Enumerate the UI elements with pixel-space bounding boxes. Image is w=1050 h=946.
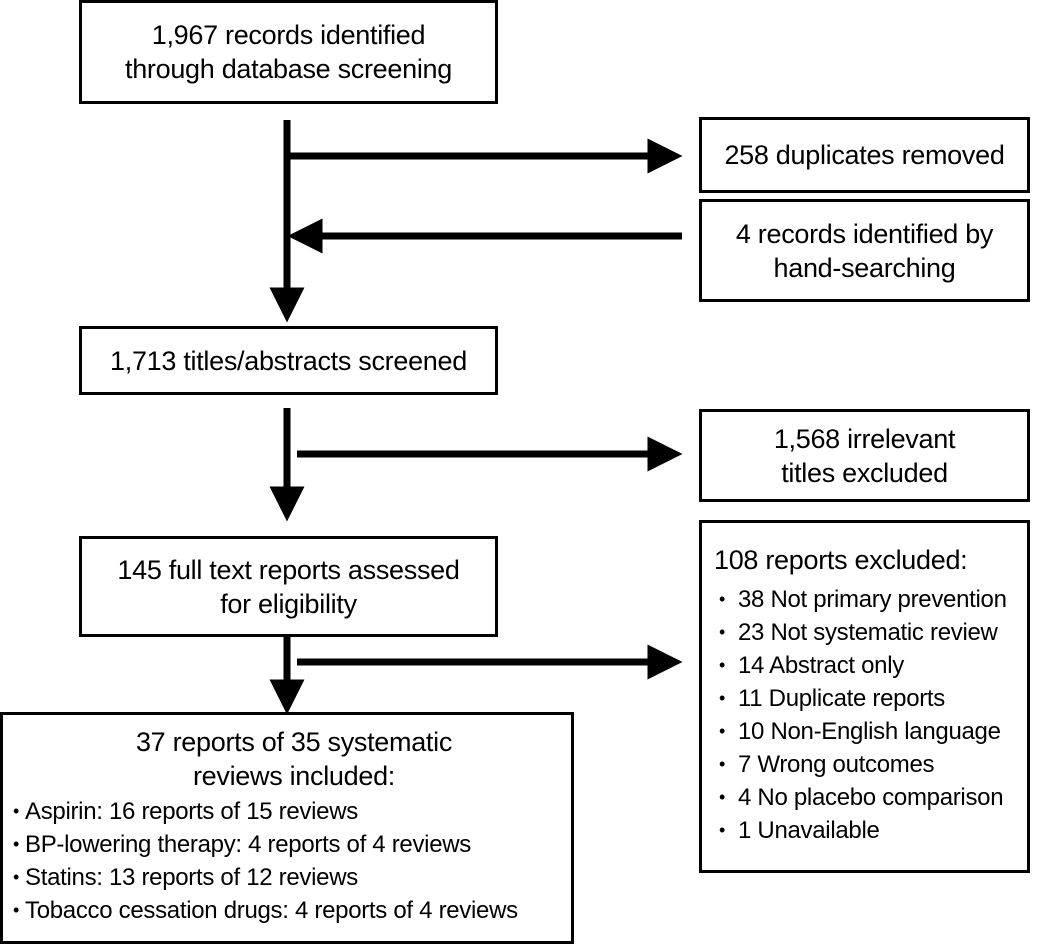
full-text-assessed-line1: 145 full text reports assessed xyxy=(117,554,460,585)
full-text-assessed-line2: for eligibility xyxy=(220,588,357,619)
list-item: •7 Wrong outcomes xyxy=(718,751,935,778)
list-item: •23 Not systematic review xyxy=(718,619,998,646)
duplicates-removed-text: 258 duplicates removed xyxy=(724,140,1005,170)
list-item: •4 No placebo comparison xyxy=(718,784,1004,811)
list-item: •38 Not primary prevention xyxy=(718,586,1007,613)
list-item: •Tobacco cessation drugs: 4 reports of 4… xyxy=(12,897,518,924)
list-item: •BP-lowering therapy: 4 reports of 4 rev… xyxy=(12,831,471,858)
reports-excluded-heading: 108 reports excluded: xyxy=(714,545,968,575)
records-identified-line1: 1,967 records identified xyxy=(151,20,426,50)
titles-screened-box: 1,713 titles/abstracts screened xyxy=(79,326,498,395)
irrelevant-excluded-line2: titles excluded xyxy=(781,457,948,488)
list-item: •11 Duplicate reports xyxy=(718,685,946,712)
list-item: •14 Abstract only xyxy=(718,652,904,679)
full-text-assessed-box: 145 full text reports assessed for eligi… xyxy=(79,536,498,637)
hand-searching-box: 4 records identified by hand-searching xyxy=(699,199,1030,302)
list-item: •1 Unavailable xyxy=(718,817,880,844)
reports-included-line2: reviews included: xyxy=(192,761,395,791)
included-reviews-list: •Aspirin: 16 reports of 15 reviews •BP-l… xyxy=(11,795,571,927)
titles-screened-text: 1,713 titles/abstracts screened xyxy=(110,345,467,376)
irrelevant-excluded-line1: 1,568 irrelevant xyxy=(773,423,956,454)
list-item: •Statins: 13 reports of 12 reviews xyxy=(12,864,358,891)
reports-included-box: 37 reports of 35 systematic reviews incl… xyxy=(0,712,574,944)
list-item: •10 Non-English language xyxy=(718,718,1001,745)
records-identified-box: 1,967 records identified through databas… xyxy=(79,0,498,104)
exclusion-reasons-list: •38 Not primary prevention •23 Not syste… xyxy=(714,583,1027,847)
duplicates-removed-box: 258 duplicates removed xyxy=(699,117,1030,193)
reports-excluded-box: 108 reports excluded: •38 Not primary pr… xyxy=(699,520,1030,873)
irrelevant-excluded-box: 1,568 irrelevant titles excluded xyxy=(699,409,1030,502)
records-identified-line2: through database screening xyxy=(125,54,452,84)
hand-searching-line2: hand-searching xyxy=(773,252,956,283)
reports-included-line1: 37 reports of 35 systematic xyxy=(135,727,453,757)
hand-searching-line1: 4 records identified by xyxy=(735,218,994,249)
list-item: •Aspirin: 16 reports of 15 reviews xyxy=(12,798,358,825)
